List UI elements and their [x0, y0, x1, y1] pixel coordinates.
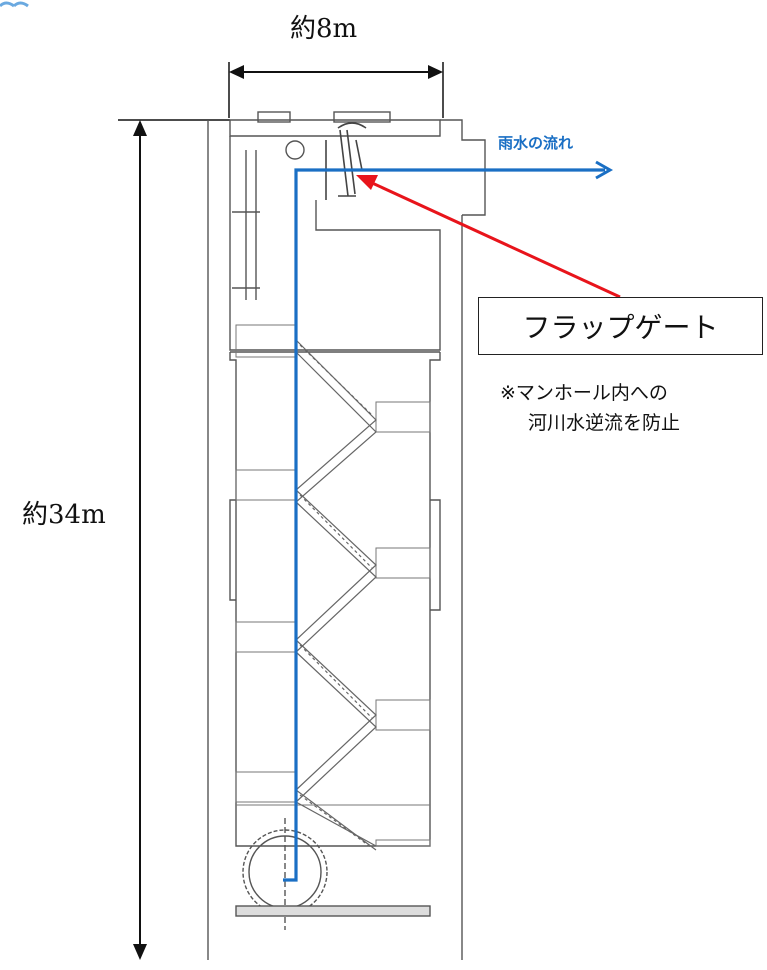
- width-dimension: [228, 62, 444, 118]
- flap-gate-drawing: [325, 122, 367, 200]
- flap-gate-label: フラップゲート: [522, 311, 719, 344]
- bottom-pipe: [235, 818, 431, 930]
- rainwater-flow-line: [283, 160, 614, 882]
- stairs: [294, 339, 377, 851]
- shaft-structure: [207, 111, 486, 960]
- note-line-1: ※マンホール内への: [500, 382, 668, 404]
- flap-gate-label-box: フラップゲート: [478, 297, 763, 355]
- note-line-2: 河川水逆流を防止: [528, 412, 681, 434]
- landings: [235, 324, 431, 847]
- note: ※マンホール内への 河川水逆流を防止: [500, 378, 680, 438]
- height-label: 約34m: [22, 500, 106, 530]
- height-dimension: [118, 119, 230, 960]
- flow-label: 雨水の流れ: [498, 134, 574, 152]
- pointer-arrow: [356, 175, 621, 299]
- corner-mark: [0, 1, 29, 8]
- width-label: 約8m: [290, 14, 358, 44]
